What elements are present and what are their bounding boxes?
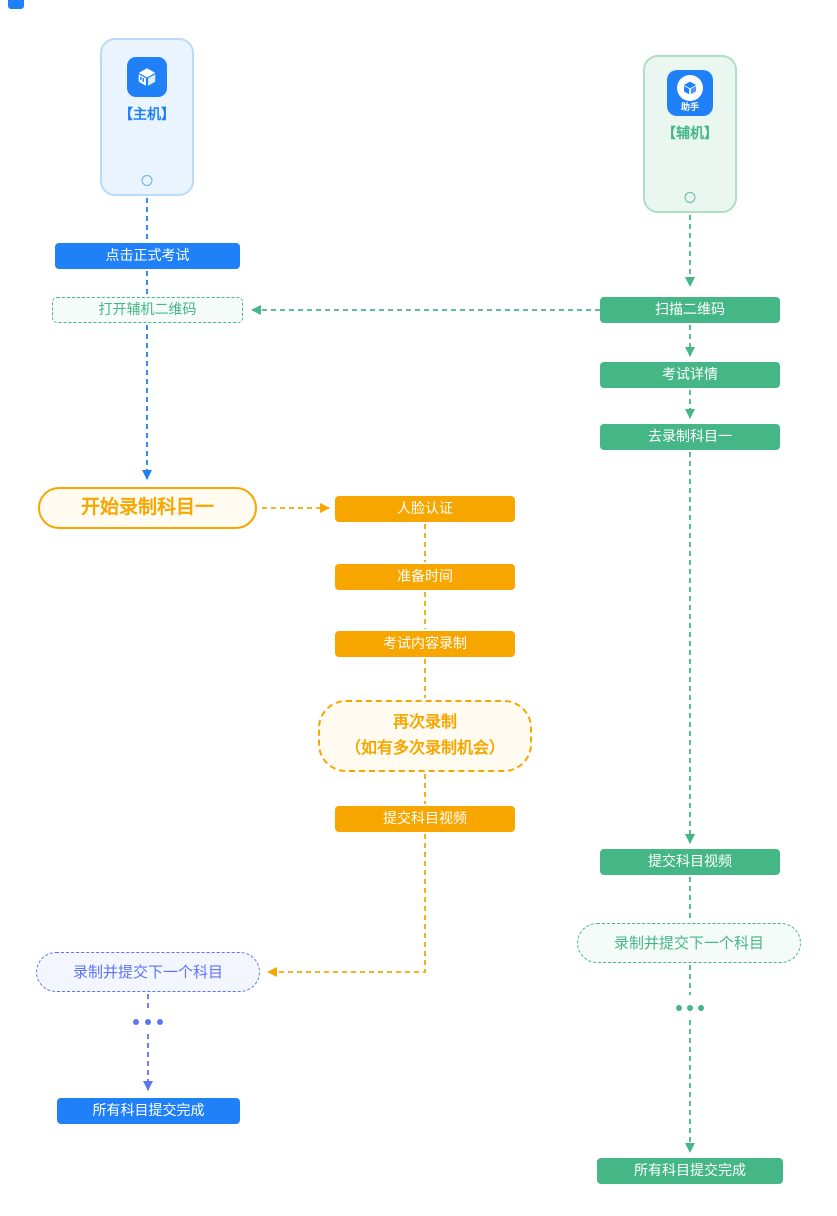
page-corner-artifact bbox=[8, 0, 24, 9]
step-all-submitted-aux: 所有科目提交完成 bbox=[597, 1158, 783, 1184]
step-start-record-subject1: 开始录制科目一 bbox=[38, 487, 257, 529]
home-button-icon bbox=[684, 192, 696, 203]
exam-app-icon bbox=[127, 57, 167, 97]
aux-device-label: 【辅机】 bbox=[662, 125, 718, 141]
ellipsis-dot bbox=[133, 1019, 139, 1025]
ellipsis-dot bbox=[676, 1005, 682, 1011]
step-all-submitted-main: 所有科目提交完成 bbox=[57, 1098, 240, 1124]
ellipsis-dot bbox=[157, 1019, 163, 1025]
step-click-formal-exam: 点击正式考试 bbox=[55, 243, 240, 269]
ellipsis-dot bbox=[145, 1019, 151, 1025]
ellipsis-dot bbox=[687, 1005, 693, 1011]
step-re-record: 再次录制 （如有多次录制机会） bbox=[318, 700, 532, 772]
assistant-logo-icon bbox=[677, 74, 703, 101]
connector-submitleft-to-nextleft bbox=[267, 834, 426, 977]
main-device-phone: 【主机】 bbox=[100, 38, 194, 196]
step-scan-qrcode: 扫描二维码 bbox=[600, 297, 780, 323]
main-device-label: 【主机】 bbox=[119, 106, 175, 122]
step-exam-content-recording: 考试内容录制 bbox=[335, 631, 515, 657]
step-go-record-subject1: 去录制科目一 bbox=[600, 424, 780, 450]
step-submit-subject-video-aux: 提交科目视频 bbox=[600, 849, 780, 875]
re-record-line1: 再次录制 bbox=[392, 713, 457, 731]
step-face-authentication: 人脸认证 bbox=[335, 496, 515, 522]
ellipsis-dot bbox=[698, 1005, 704, 1011]
step-preparation-time: 准备时间 bbox=[335, 564, 515, 590]
step-open-aux-qrcode: 打开辅机二维码 bbox=[52, 297, 243, 323]
re-record-line2: （如有多次录制机会） bbox=[344, 740, 505, 757]
step-next-subject-main: 录制并提交下一个科目 bbox=[36, 952, 260, 992]
assistant-app-icon: 助手 bbox=[667, 70, 713, 116]
home-button-icon bbox=[141, 175, 153, 186]
step-next-subject-aux: 录制并提交下一个科目 bbox=[577, 923, 801, 963]
step-submit-subject-video-main: 提交科目视频 bbox=[335, 806, 515, 832]
step-exam-detail: 考试详情 bbox=[600, 362, 780, 388]
app-logo-cube-icon bbox=[138, 68, 156, 86]
aux-device-phone: 助手 【辅机】 bbox=[643, 55, 737, 213]
assistant-app-name: 助手 bbox=[680, 101, 699, 112]
app-logo-cube-icon bbox=[684, 81, 696, 94]
